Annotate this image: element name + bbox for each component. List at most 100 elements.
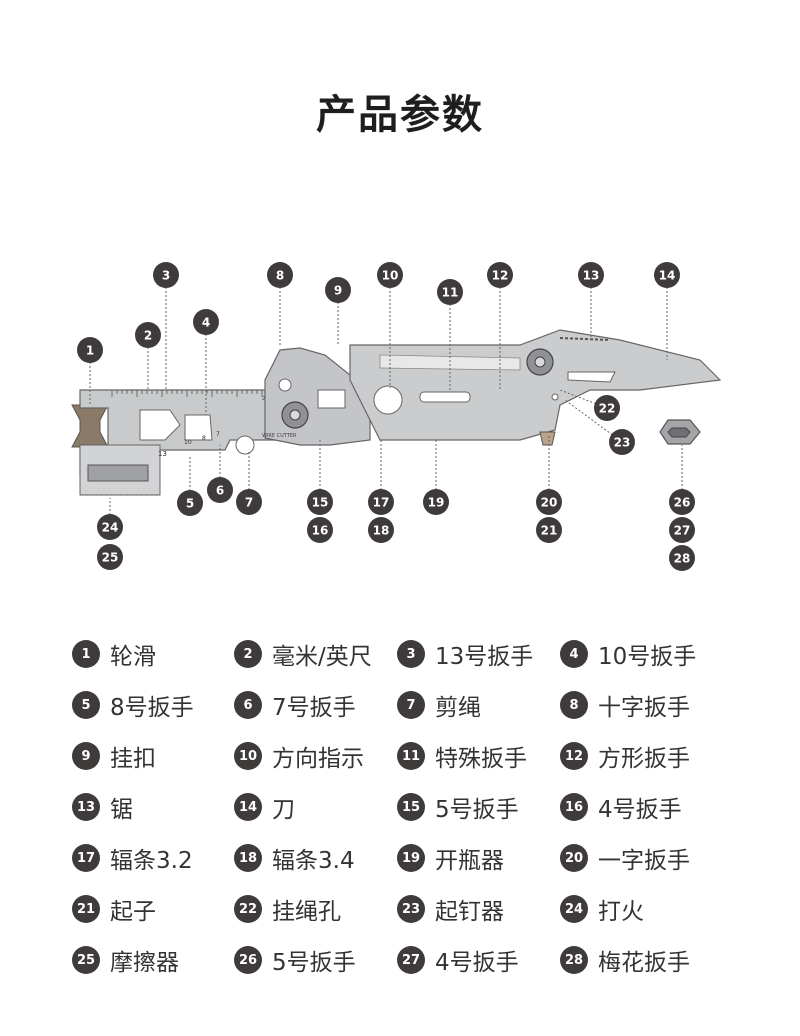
callout-badge: 21 (536, 517, 562, 543)
legend-label: 5号扳手 (272, 950, 356, 976)
callout-number: 16 (312, 524, 329, 538)
wrench-mark-8: 8 (202, 435, 206, 442)
callout-badge: 7 (236, 489, 262, 515)
legend-label: 4号扳手 (598, 797, 682, 823)
legend-label: 轮滑 (110, 644, 156, 670)
legend-label: 4号扳手 (435, 950, 519, 976)
callout-number: 24 (102, 521, 119, 535)
legend-label: 5号扳手 (435, 797, 519, 823)
legend-number-badge: 24 (560, 895, 588, 923)
callout-number: 2 (144, 329, 152, 343)
legend-number-badge: 23 (397, 895, 425, 923)
callout-badge: 12 (487, 262, 513, 288)
legend-number-badge: 21 (72, 895, 100, 923)
callout-badge: 17 (368, 489, 394, 515)
legend-number-badge: 9 (72, 742, 100, 770)
callout-badge: 20 (536, 489, 562, 515)
callout-badge: 11 (437, 279, 463, 305)
legend-number-badge: 28 (560, 946, 588, 974)
callout-badge: 8 (267, 262, 293, 288)
legend-number-badge: 5 (72, 691, 100, 719)
legend-number-badge: 26 (234, 946, 262, 974)
legend-label: 方向指示 (272, 746, 364, 772)
legend-item: 17 辐条3.2 (72, 840, 193, 876)
callout-badge: 4 (193, 309, 219, 335)
hex-wrench (659, 419, 701, 445)
legend-number-badge: 15 (397, 793, 425, 821)
callout-badge: 16 (307, 517, 333, 543)
legend-number-badge: 22 (234, 895, 262, 923)
legend-item: 11 特殊扳手 (397, 738, 527, 774)
wrench-mark-10: 10 (184, 439, 192, 446)
callout-number: 12 (492, 269, 509, 283)
wrench-mark-13: 13 (158, 450, 167, 458)
legend-number-badge: 12 (560, 742, 588, 770)
tool-body-left: 25MM 13 10 8 7 (79, 389, 301, 496)
legend-number-badge: 13 (72, 793, 100, 821)
callout-badge: 26 (669, 489, 695, 515)
callout-badge: 28 (669, 545, 695, 571)
legend-item: 7 剪绳 (397, 687, 481, 723)
legend-number-badge: 11 (397, 742, 425, 770)
legend-number-badge: 14 (234, 793, 262, 821)
legend-number-badge: 6 (234, 691, 262, 719)
callout-number: 6 (216, 484, 224, 498)
legend-item: 19 开瓶器 (397, 840, 504, 876)
legend-label: 十字扳手 (598, 695, 690, 721)
callout-number: 19 (428, 496, 445, 510)
legend-label: 挂扣 (110, 746, 156, 772)
tool-body-middle: WIRE CUTTER (262, 347, 371, 446)
legend-number-badge: 19 (397, 844, 425, 872)
callout-number: 20 (541, 496, 558, 510)
legend-number-badge: 10 (234, 742, 262, 770)
legend-number-badge: 18 (234, 844, 262, 872)
legend-label: 起钉器 (435, 899, 504, 925)
callout-badge: 13 (578, 262, 604, 288)
wire-cutter-mark: WIRE CUTTER (262, 433, 297, 439)
callout-number: 14 (659, 269, 676, 283)
callout-badge: 15 (307, 489, 333, 515)
legend-number-badge: 16 (560, 793, 588, 821)
callout-badge: 19 (423, 489, 449, 515)
callout-badge: 25 (97, 544, 123, 570)
legend-number-badge: 17 (72, 844, 100, 872)
legend-number-badge: 2 (234, 640, 262, 668)
legend-label: 辐条3.2 (110, 848, 193, 874)
callout-number: 28 (674, 552, 691, 566)
callout-number: 23 (614, 436, 631, 450)
callout-number: 22 (599, 402, 616, 416)
callout-number: 9 (334, 284, 342, 298)
legend-label: 开瓶器 (435, 848, 504, 874)
legend-number-badge: 7 (397, 691, 425, 719)
callout-badge: 5 (177, 490, 203, 516)
legend-label: 特殊扳手 (435, 746, 527, 772)
legend-label: 辐条3.4 (272, 848, 355, 874)
legend-number-badge: 25 (72, 946, 100, 974)
legend-item: 18 辐条3.4 (234, 840, 355, 876)
callout-number: 4 (202, 316, 210, 330)
wrench-mark-7: 7 (216, 431, 220, 438)
pulley-wheel (71, 404, 109, 448)
page-title: 产品参数 (316, 92, 484, 138)
callout-badge: 9 (325, 277, 351, 303)
callout-number: 27 (674, 524, 691, 538)
callout-badge: 27 (669, 517, 695, 543)
callout-number: 15 (312, 496, 329, 510)
callout-number: 3 (162, 269, 170, 283)
callout-number: 5 (186, 497, 194, 511)
callout-badge: 22 (594, 395, 620, 421)
legend-label: 剪绳 (435, 695, 481, 721)
